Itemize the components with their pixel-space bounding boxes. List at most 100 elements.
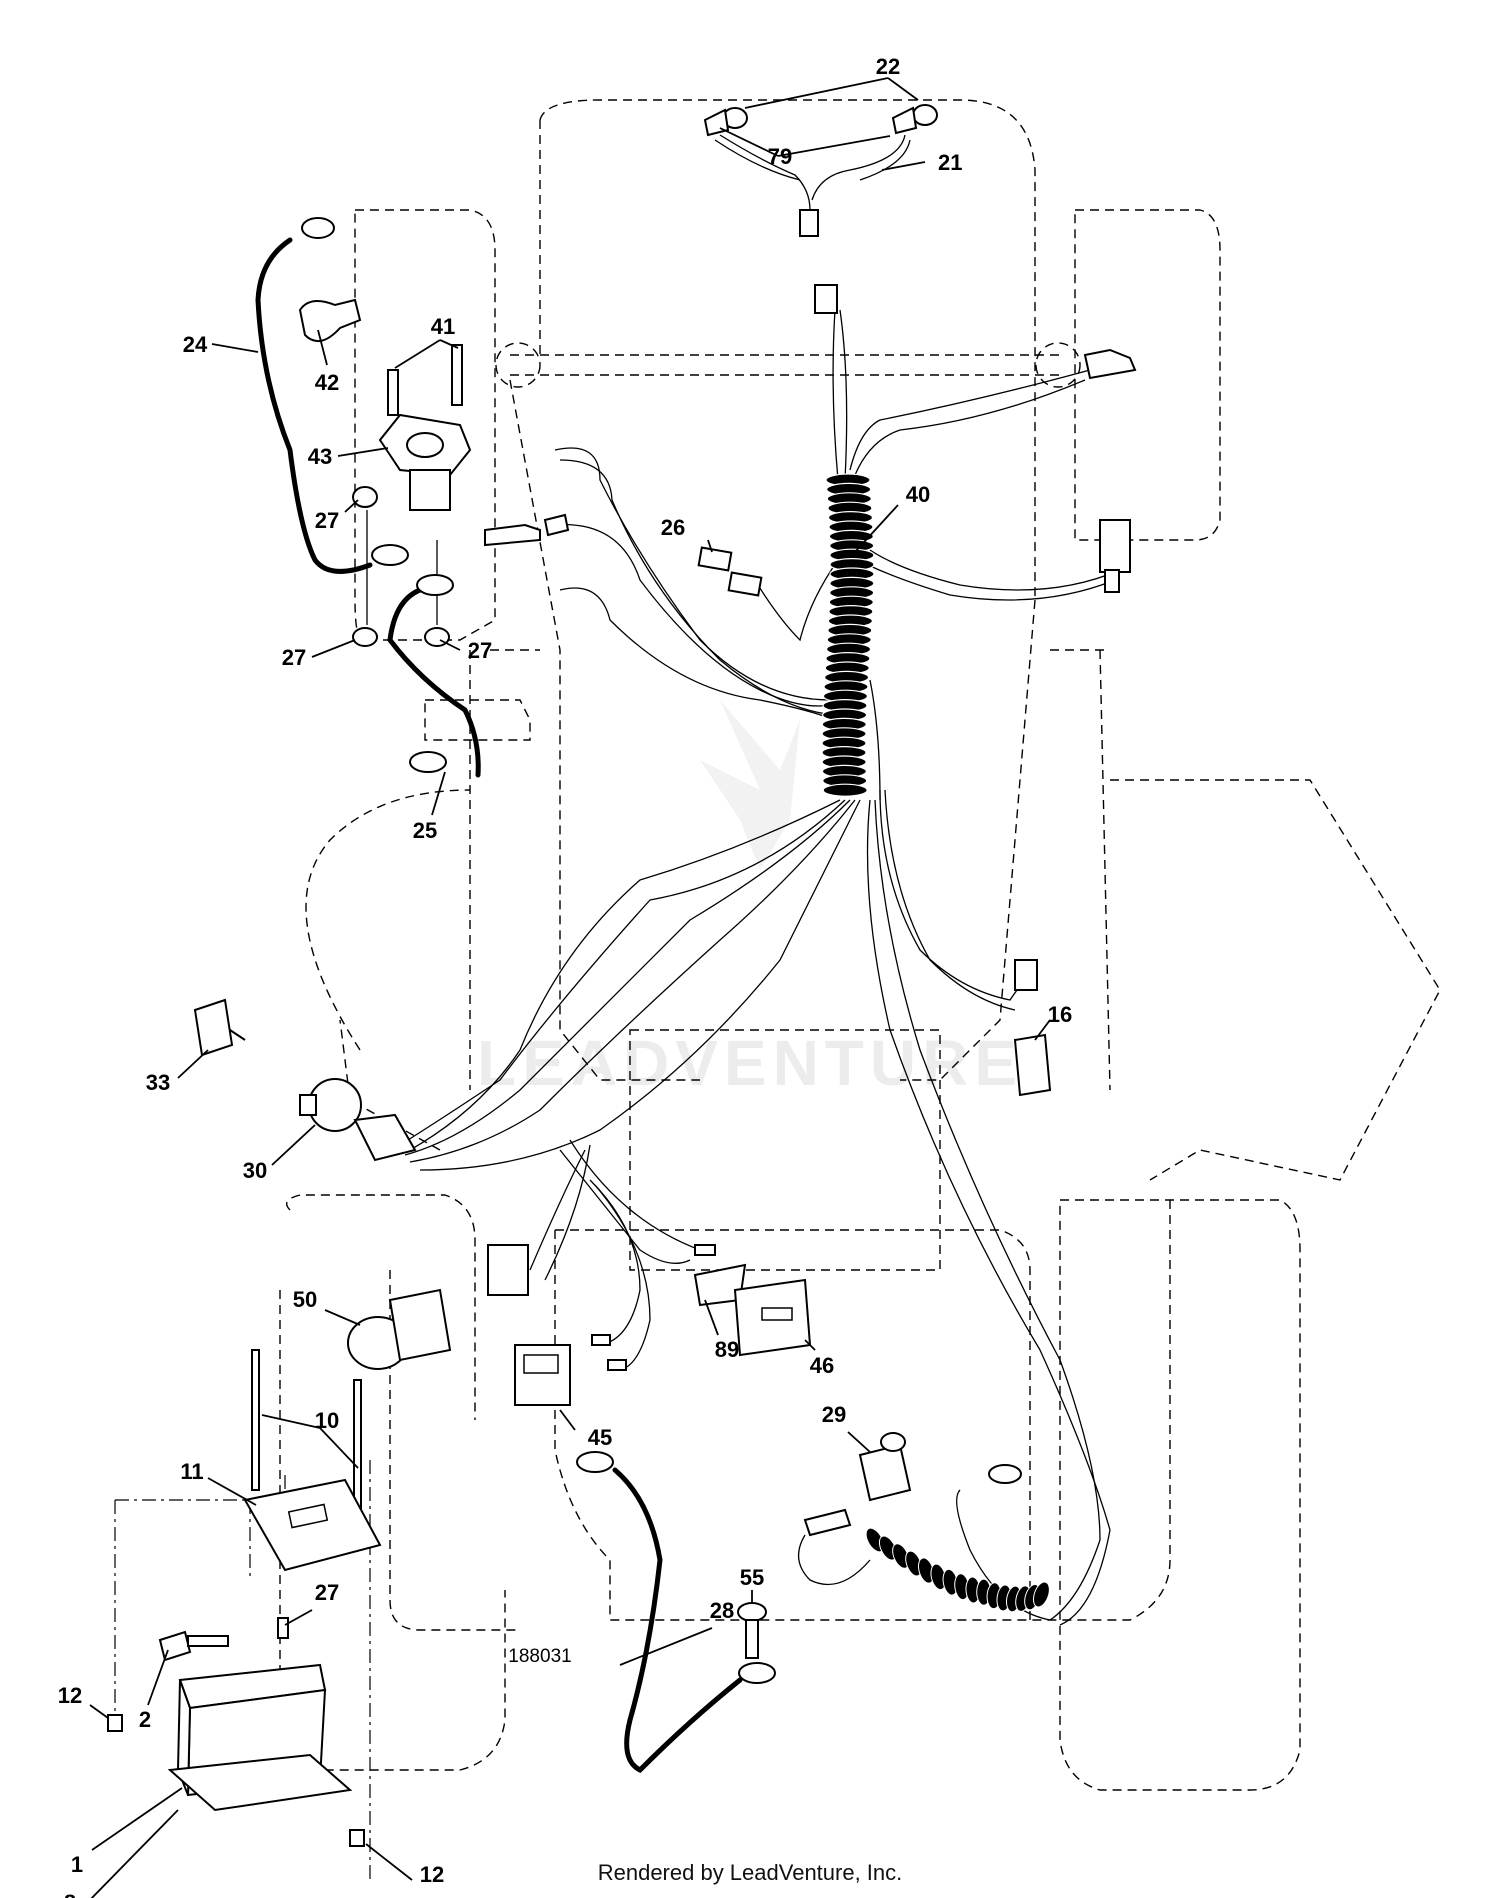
part-label-28: 28 <box>710 1598 734 1623</box>
rear-frame-left <box>389 1270 520 1631</box>
cable-24-lower-terminal-icon <box>371 544 409 566</box>
cable-24 <box>255 237 373 574</box>
leader-10 <box>261 1414 359 1469</box>
harness-wire-u <box>869 679 881 801</box>
harness-wire-r <box>874 799 1101 1541</box>
part-label-43: 43 <box>308 444 332 469</box>
hourmeter-45-display-icon <box>523 1354 559 1374</box>
leader-26 <box>707 539 713 553</box>
nut-27-left-icon <box>352 627 378 647</box>
harness-wire-h <box>559 459 836 716</box>
right-harness-plug-tip-icon <box>1104 569 1120 593</box>
right-harness-plug-icon <box>1099 519 1131 573</box>
nut-27-upper-icon <box>352 486 378 508</box>
part-label-27-battery: 27 <box>315 1580 339 1605</box>
leader-8 <box>90 1809 179 1898</box>
fuse-cap-icon <box>543 513 570 537</box>
boot-42-icon <box>298 298 362 343</box>
part-label-8: 8 <box>64 1890 76 1898</box>
right-rear-wheel-outline <box>1059 1199 1301 1791</box>
harness-wire-j <box>559 587 836 721</box>
connector-b-icon <box>727 571 763 597</box>
harness-wire-c <box>849 369 1091 471</box>
part-label-22: 22 <box>876 54 900 79</box>
cable-25-upper-terminal-icon <box>416 574 454 596</box>
switch-16 <box>1013 959 1052 1097</box>
bolt-55-head-icon <box>737 1602 767 1622</box>
bolt-2-head-icon <box>158 1630 192 1662</box>
part-label-40: 40 <box>906 482 930 507</box>
solenoid-top-icon <box>406 432 444 458</box>
left-rear-wheel-outline <box>286 1194 476 1420</box>
part-label-27-right: 27 <box>468 638 492 663</box>
pto-switch-body-icon <box>388 1288 452 1362</box>
coil-ring <box>1032 1581 1050 1608</box>
leader-27-right <box>439 639 461 651</box>
holddown-11-icon <box>243 1478 382 1572</box>
switch-16-plug-icon <box>1014 959 1038 991</box>
terminal-c-icon <box>607 1359 627 1371</box>
battery-side-icon <box>176 1679 192 1796</box>
part-label-55: 55 <box>740 1565 764 1590</box>
wire-to-hourmeter-b <box>594 1184 651 1371</box>
deck-outline <box>555 1229 1031 1620</box>
headlight-plug-icon <box>799 209 819 237</box>
drawing-number: 188031 <box>508 1646 571 1667</box>
battery-group <box>107 1349 382 1847</box>
wire-to-terminal-a <box>559 1149 691 1264</box>
footer-credit: Rendered by LeadVenture, Inc. <box>597 1860 903 1885</box>
rear-frame-right <box>900 1200 1171 1621</box>
part-label-2: 2 <box>139 1707 151 1732</box>
harness-wrap <box>821 473 875 797</box>
leader-46 <box>804 1339 816 1351</box>
leader-29 <box>847 1431 871 1453</box>
bolt-right-icon <box>451 344 463 406</box>
cable-28 <box>612 1467 743 1774</box>
pto-switch-parts <box>347 1244 529 1370</box>
leader-12-bottom <box>365 1843 413 1881</box>
hood-outline <box>539 99 1036 600</box>
harness-wire-n <box>409 799 856 1163</box>
leader-45 <box>559 1409 576 1431</box>
solenoid-assembly <box>298 298 570 647</box>
rod-10-left-icon <box>251 1349 260 1491</box>
leader-41 <box>394 339 459 369</box>
harness-wire-b <box>832 309 839 481</box>
headlight-wire-right-b <box>859 139 911 181</box>
leader-50 <box>324 1309 361 1326</box>
coil-wrap <box>865 1527 1050 1613</box>
bolt-55-shank-icon <box>745 1619 759 1659</box>
headlight-wire-left-b <box>714 139 801 181</box>
watermark-text: LEADVENTURE <box>477 1027 1023 1099</box>
leader-11 <box>207 1477 257 1506</box>
right-axle-hub <box>1035 342 1081 388</box>
connector-26 <box>697 348 1137 597</box>
left-axle-hub <box>495 342 541 388</box>
part-label-89: 89 <box>715 1337 739 1362</box>
bolt-left-icon <box>387 369 399 416</box>
bolt-2-shank-icon <box>187 1635 229 1647</box>
steering-circle-lower <box>339 1019 441 1151</box>
part-label-12-bottom: 12 <box>420 1862 444 1887</box>
leader-1 <box>91 1787 183 1851</box>
leader-89 <box>704 1299 719 1336</box>
terminal-b-icon <box>591 1334 611 1346</box>
leader-28 <box>619 1627 713 1666</box>
watermark-flame-icon <box>700 700 800 870</box>
leader-12-left <box>89 1704 109 1719</box>
left-socket-icon <box>703 108 730 137</box>
harness-wire-i <box>554 523 833 707</box>
right-front-wheel-outline <box>1074 209 1221 541</box>
tractor-outline <box>114 99 1441 1880</box>
module-29-cap-icon <box>880 1432 906 1452</box>
left-rear-wheel-lower <box>279 1290 506 1771</box>
ignition-switch-barrel-icon <box>299 1094 317 1116</box>
part-label-11: 11 <box>180 1459 203 1484</box>
switch-16-body-icon <box>1013 1033 1052 1097</box>
coil-lead <box>798 1534 871 1586</box>
solenoid-lower-icon <box>409 469 451 511</box>
part-label-50: 50 <box>293 1287 317 1312</box>
frame-side-rails <box>469 649 1111 1091</box>
harness-wire-t <box>884 789 1016 1011</box>
